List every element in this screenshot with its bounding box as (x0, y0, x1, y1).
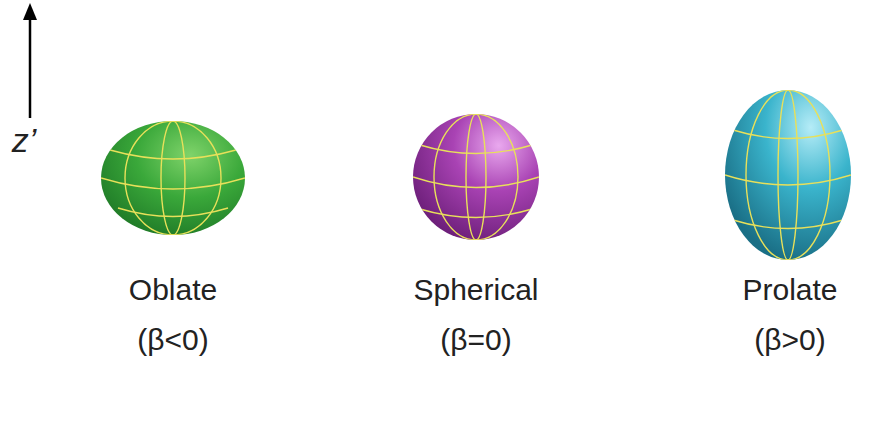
axis-label: z’ (12, 122, 37, 158)
axis-line (29, 14, 32, 118)
oblate-ellipsoid (101, 121, 245, 235)
grid-lines (413, 114, 539, 240)
deformation-value: (β>0) (754, 322, 825, 358)
prolate-ellipsoid (725, 90, 851, 260)
deformation-value: (β=0) (440, 322, 511, 358)
shape-name: Prolate (742, 272, 837, 308)
grid-lines (725, 90, 851, 260)
deformation-value: (β<0) (137, 322, 208, 358)
axis-arrowhead (23, 3, 37, 20)
shape-name: Oblate (129, 272, 217, 308)
grid-lines (101, 121, 245, 235)
spherical-body (413, 114, 539, 240)
shape-name: Spherical (413, 272, 538, 308)
